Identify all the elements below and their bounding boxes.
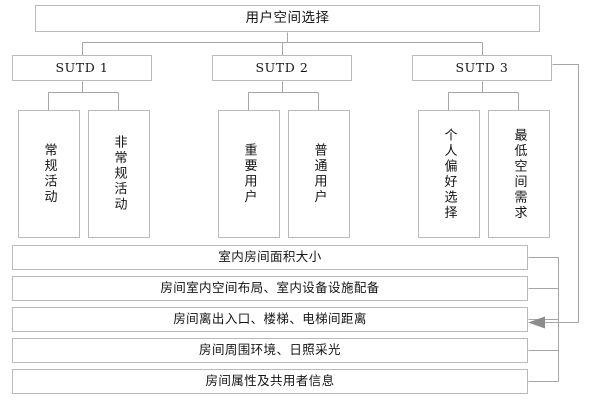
group-node-sutd-1[interactable]: SUTD 1 (12, 55, 152, 81)
attribute-bar-room-area[interactable]: 室内房间面积大小 (12, 245, 528, 270)
arrowhead-icon (528, 316, 545, 329)
leaf-node-irregular-activity[interactable]: 非常规活动 (88, 110, 150, 238)
attribute-bar-room-attributes-sharers[interactable]: 房间属性及共用者信息 (12, 369, 528, 394)
leaf-node-personal-preference[interactable]: 个人偏好选择 (418, 110, 480, 238)
leaf-node-label: 常规活动 (41, 143, 57, 205)
group-node-label: SUTD 3 (455, 59, 509, 75)
group-node-sutd-2[interactable]: SUTD 2 (212, 55, 352, 81)
attribute-bar-label: 室内房间面积大小 (218, 249, 322, 265)
attribute-bar-label: 房间属性及共用者信息 (205, 373, 335, 389)
attribute-bar-label: 房间离出入口、楼梯、电梯间距离 (173, 311, 367, 327)
leaf-node-minimum-space-need[interactable]: 最低空间需求 (488, 110, 550, 238)
group-node-label: SUTD 2 (255, 59, 309, 75)
attribute-bar-layout-equipment[interactable]: 房间室内空间布局、室内设备设施配备 (12, 276, 528, 301)
root-node[interactable]: 用户空间选择 (35, 5, 540, 32)
leaf-node-label: 非常规活动 (111, 135, 127, 213)
group-node-sutd-3[interactable]: SUTD 3 (412, 55, 552, 81)
leaf-node-label: 个人偏好选择 (441, 127, 457, 221)
leaf-node-label: 最低空间需求 (511, 127, 527, 221)
group-node-label: SUTD 1 (55, 59, 109, 75)
root-node-label: 用户空间选择 (245, 9, 330, 26)
attribute-bar-label: 房间周围环境、日照采光 (199, 342, 341, 358)
attribute-bar-label: 房间室内空间布局、室内设备设施配备 (160, 280, 380, 296)
leaf-node-label: 重要用户 (241, 143, 257, 205)
leaf-node-important-user[interactable]: 重要用户 (218, 110, 280, 238)
leaf-node-regular-activity[interactable]: 常规活动 (18, 110, 80, 238)
leaf-node-label: 普通用户 (311, 143, 327, 205)
attribute-bar-distance-access[interactable]: 房间离出入口、楼梯、电梯间距离 (12, 307, 528, 332)
leaf-node-ordinary-user[interactable]: 普通用户 (288, 110, 350, 238)
attribute-bar-environment-daylight[interactable]: 房间周围环境、日照采光 (12, 338, 528, 363)
